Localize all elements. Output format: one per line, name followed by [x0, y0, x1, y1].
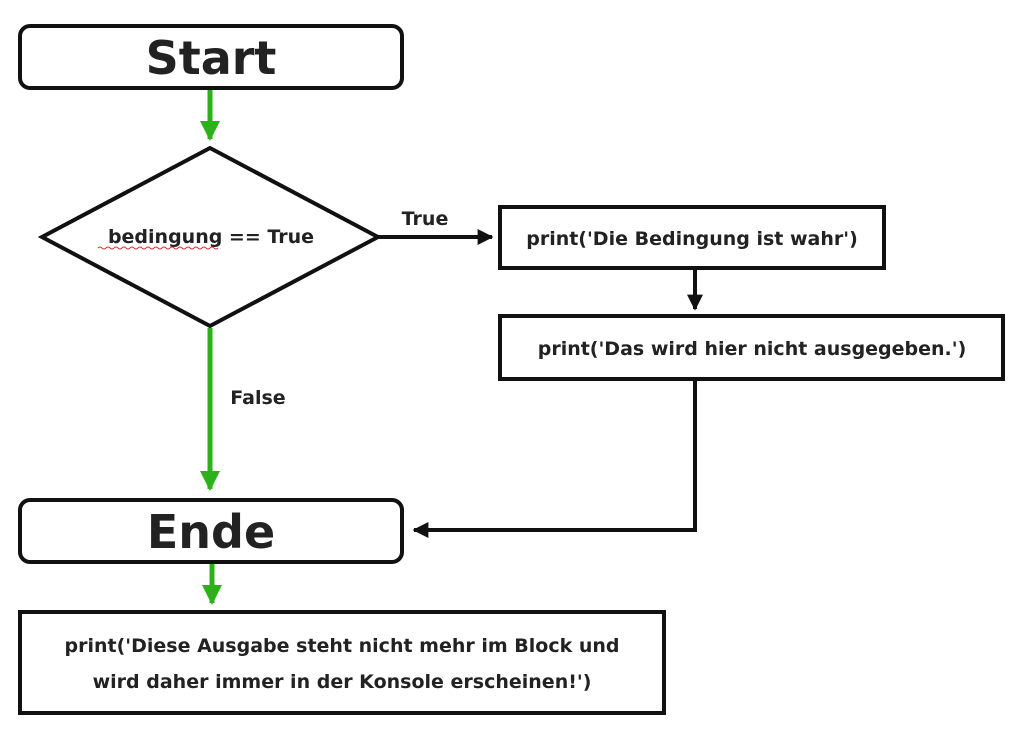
true-print-2-label: print('Das wird hier nicht ausgegeben.')	[538, 338, 967, 360]
true-edge-label: True	[402, 208, 449, 230]
after-block-print-node: print('Diese Ausgabe steht nicht mehr im…	[18, 610, 666, 715]
after-block-line-2: wird daher immer in der Konsole erschein…	[93, 671, 592, 693]
condition-label: bedingung == True	[108, 226, 314, 248]
spellcheck-underline	[97, 246, 219, 250]
edge-print2-to-end	[412, 381, 697, 538]
false-edge-label: False	[230, 387, 285, 409]
start-label: Start	[146, 31, 277, 85]
true-print-1-node: print('Die Bedingung ist wahr')	[498, 205, 886, 270]
true-print-2-node: print('Das wird hier nicht ausgegeben.')	[498, 314, 1005, 381]
start-node: Start	[18, 24, 404, 90]
condition-node: bedingung == True	[37, 145, 383, 329]
true-print-1-label: print('Die Bedingung ist wahr')	[526, 228, 858, 250]
after-block-line-1: print('Diese Ausgabe steht nicht mehr im…	[65, 635, 620, 657]
end-label: Ende	[147, 505, 275, 559]
end-node: Ende	[18, 498, 404, 564]
